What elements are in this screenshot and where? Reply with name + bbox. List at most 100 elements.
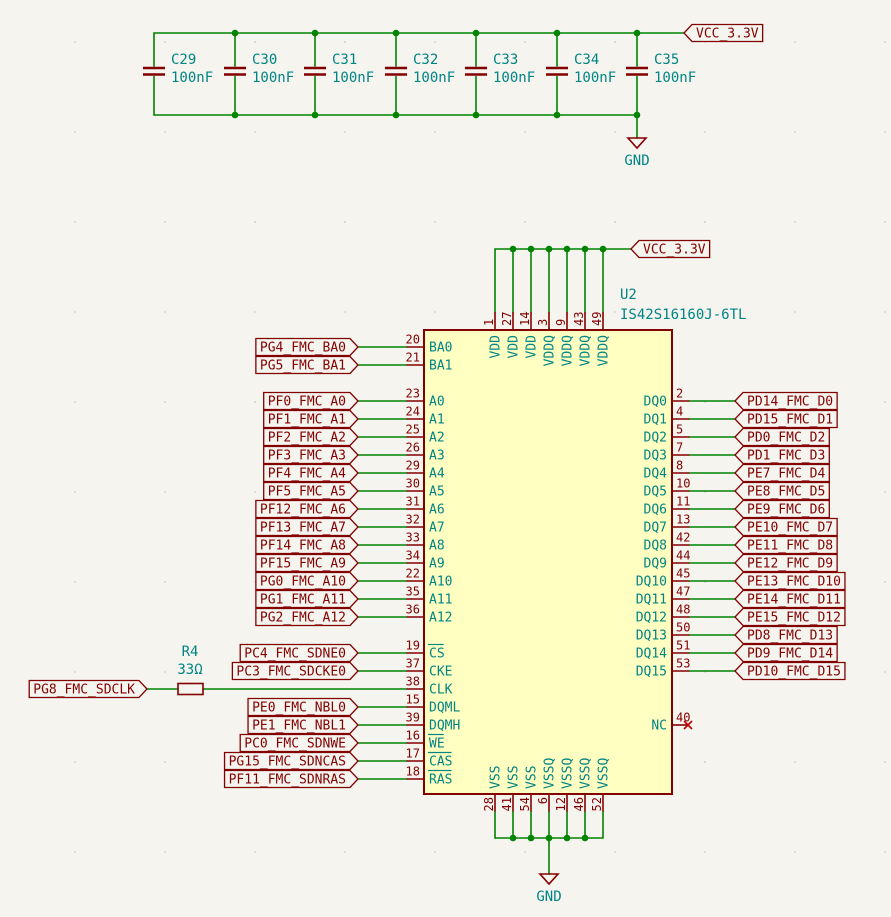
gnd-symbol-bank[interactable] <box>626 137 648 150</box>
pin-name: VSSQ <box>579 758 594 789</box>
global-label-right[interactable] <box>734 463 830 483</box>
capacitor-ref[interactable]: C35 <box>654 52 679 68</box>
global-label-left[interactable] <box>263 445 359 465</box>
capacitor-value[interactable]: 100nF <box>252 70 294 86</box>
global-label-right[interactable] <box>734 391 838 411</box>
capacitor-ref[interactable]: C32 <box>413 52 438 68</box>
grid-dot <box>344 581 346 583</box>
grid-dot <box>344 491 346 493</box>
pin-number: 8 <box>676 459 683 473</box>
pin-name: DQ6 <box>644 503 667 518</box>
power-label-vcc-ic[interactable] <box>630 239 711 259</box>
pin-name: CS <box>429 647 445 662</box>
power-label-vcc-bank[interactable] <box>683 23 764 43</box>
capacitor-ref[interactable]: C34 <box>574 52 599 68</box>
global-label-right[interactable] <box>734 643 838 663</box>
global-label-right[interactable] <box>734 481 830 501</box>
pin-number: 29 <box>406 459 420 473</box>
global-label-right[interactable] <box>734 427 830 447</box>
global-label-right[interactable] <box>734 535 838 555</box>
pin-number: 36 <box>406 603 420 617</box>
global-label-left[interactable] <box>263 409 359 429</box>
capacitor-ref[interactable]: C31 <box>332 52 357 68</box>
global-label-left[interactable] <box>255 355 359 375</box>
global-label-left[interactable] <box>255 517 359 537</box>
global-label-left[interactable] <box>263 463 359 483</box>
global-label-left[interactable] <box>231 661 359 681</box>
pin-number: 52 <box>590 797 604 811</box>
global-label-left[interactable] <box>263 481 359 501</box>
global-label-left[interactable] <box>247 715 359 735</box>
pin-number: 4 <box>676 405 683 419</box>
global-label-left[interactable] <box>255 535 359 555</box>
capacitor-ref[interactable]: C30 <box>252 52 277 68</box>
capacitor-value[interactable]: 100nF <box>413 70 455 86</box>
junction-dot <box>231 111 239 119</box>
capacitor-value[interactable]: 100nF <box>574 70 616 86</box>
junction-dot <box>472 29 480 37</box>
global-label-right[interactable] <box>734 499 830 519</box>
grid-dot <box>614 41 616 43</box>
pin-number: 33 <box>406 531 420 545</box>
global-label-left-text: PF13_FMC_A7 <box>260 521 346 536</box>
pin-name: A9 <box>429 557 445 572</box>
pin-number: 49 <box>590 312 604 326</box>
junction-dot <box>545 245 553 253</box>
global-label-left[interactable] <box>28 679 148 699</box>
global-label-left[interactable] <box>223 769 359 789</box>
resistor-body[interactable] <box>177 682 204 696</box>
global-label-left[interactable] <box>255 589 359 609</box>
pin-number: 2 <box>676 387 683 401</box>
capacitor-value[interactable]: 100nF <box>493 70 535 86</box>
global-label-left[interactable] <box>255 571 359 591</box>
global-label-right[interactable] <box>734 445 830 465</box>
global-label-left[interactable] <box>239 643 359 663</box>
global-label-left[interactable] <box>263 391 359 411</box>
gnd-symbol-ic[interactable] <box>538 873 560 886</box>
global-label-left[interactable] <box>223 751 359 771</box>
grid-dot <box>344 41 346 43</box>
capacitor-value[interactable]: 100nF <box>654 70 696 86</box>
pin-name: A7 <box>429 521 445 536</box>
global-label-right[interactable] <box>734 589 846 609</box>
global-label-right[interactable] <box>734 571 846 591</box>
capacitor-ref[interactable]: C29 <box>171 52 196 68</box>
ic-part[interactable]: IS42S16160J-6TL <box>620 307 746 323</box>
global-label-left[interactable] <box>255 607 359 627</box>
pin-name: A4 <box>429 467 445 482</box>
pin-number: 11 <box>676 495 690 509</box>
global-label-right[interactable] <box>734 625 838 645</box>
pin-name: A2 <box>429 431 445 446</box>
pin-name: CAS <box>429 755 452 770</box>
ic-ref[interactable]: U2 <box>620 287 637 303</box>
resistor-ref[interactable]: R4 <box>182 644 199 660</box>
capacitor-value[interactable]: 100nF <box>332 70 374 86</box>
capacitor-ref[interactable]: C33 <box>493 52 518 68</box>
capacitor-value[interactable]: 100nF <box>171 70 213 86</box>
pin-name: VSS <box>489 766 504 789</box>
global-label-left[interactable] <box>239 733 359 753</box>
global-label-left[interactable] <box>247 697 359 717</box>
global-label-left[interactable] <box>255 553 359 573</box>
pin-name: DQML <box>429 701 460 716</box>
pin-name: BA0 <box>429 341 452 356</box>
global-label-left[interactable] <box>255 499 359 519</box>
grid-dot <box>164 311 166 313</box>
global-label-right[interactable] <box>734 553 838 573</box>
pin-number: 42 <box>676 531 690 545</box>
grid-dot <box>344 311 346 313</box>
pin-name: VDDQ <box>561 335 576 366</box>
global-label-right[interactable] <box>734 661 846 681</box>
pin-name: RAS <box>429 773 452 788</box>
global-label-left[interactable] <box>255 337 359 357</box>
global-label-right[interactable] <box>734 607 846 627</box>
global-label-right[interactable] <box>734 517 838 537</box>
pin-name: NC <box>651 719 667 734</box>
resistor-value[interactable]: 33Ω <box>177 662 202 678</box>
ic-body[interactable] <box>423 329 673 795</box>
grid-dot <box>794 221 796 223</box>
grid-dot <box>884 581 886 583</box>
global-label-right[interactable] <box>734 409 838 429</box>
global-label-left[interactable] <box>263 427 359 447</box>
